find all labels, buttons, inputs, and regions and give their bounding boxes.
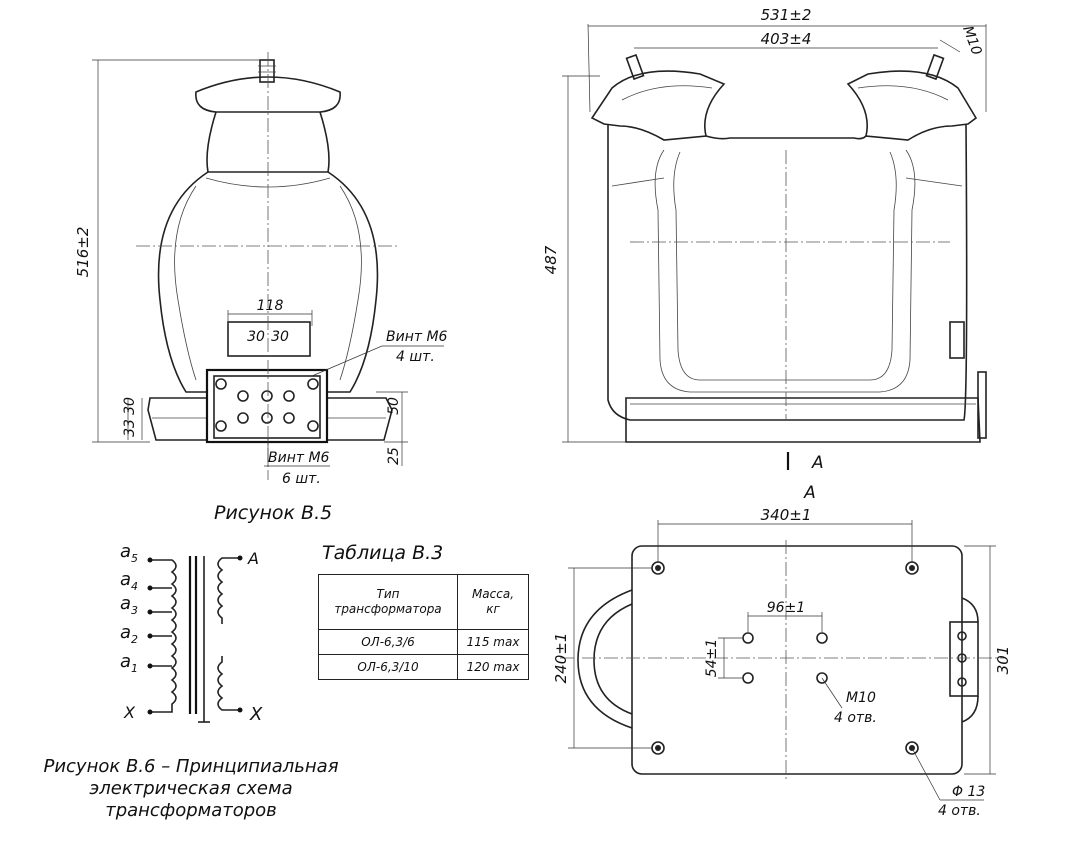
figure6-caption-line1: Рисунок В.6 – Принципиальная (43, 756, 339, 777)
screw-top-qty: 4 шт. (396, 349, 435, 365)
terminal-x-lower: X (123, 703, 136, 722)
dim-340: 340±1 (761, 506, 812, 524)
figure5-caption: Рисунок В.5 (214, 502, 333, 524)
nameplate (227, 321, 311, 357)
thread-m10-qty: 4 отв. (834, 710, 877, 726)
dim-96: 96±1 (767, 600, 805, 616)
terminal-a4: a4 (120, 569, 138, 593)
left-stud (625, 53, 645, 81)
screw-top-label: Винт М6 (386, 329, 448, 345)
cell-type: ОЛ-6,3/6 (318, 629, 458, 655)
secondary-winding (150, 559, 177, 713)
base-plate (631, 545, 963, 775)
figure6-caption-line2: электрическая схема (89, 778, 293, 799)
dim-50: 50 (386, 397, 402, 415)
figure6-caption: Рисунок В.6 – Принципиальная электрическ… (38, 756, 344, 822)
screw-bottom-qty: 6 шт. (282, 471, 321, 487)
table-header-row: Тип трансформатора Масса, кг (318, 574, 529, 630)
screw-bottom-label: Винт М6 (268, 450, 330, 466)
hole-13-qty: 4 отв. (938, 803, 981, 819)
dim-487: 487 (542, 245, 560, 274)
dim-30-base: 30 (122, 397, 138, 415)
right-stud (925, 53, 945, 81)
table-row: ОЛ-6,3/6 115 max (318, 629, 529, 655)
dim-118: 118 (257, 298, 284, 314)
terminal-a1: a1 (120, 651, 138, 675)
col-type: Тип трансформатора (318, 574, 458, 630)
view-a (560, 520, 1004, 801)
handle (577, 589, 633, 729)
cell-mass: 115 max (457, 629, 529, 655)
terminal-A: А (247, 549, 259, 568)
dim-240: 240±1 (552, 633, 570, 684)
hole-13-label: Φ 13 (952, 784, 985, 800)
cell-mass: 120 max (457, 654, 529, 680)
dim-403: 403±4 (761, 30, 812, 48)
dim-33: 33 (122, 419, 138, 437)
terminal-box (205, 368, 329, 444)
side-base (625, 397, 981, 443)
m10-holes (742, 632, 828, 684)
figure6-caption-line3: трансформаторов (105, 800, 277, 821)
schematic (147, 555, 243, 723)
col-mass: Масса, кг (457, 574, 529, 630)
terminal-a2: a2 (120, 622, 138, 646)
thread-m10-side: М10 (959, 24, 984, 58)
terminal-a5: a5 (120, 541, 138, 565)
left-insulator (590, 70, 726, 141)
base (147, 397, 393, 441)
primary-winding-top (217, 557, 240, 624)
dim-height-516: 516±2 (74, 227, 92, 278)
primary-winding-bottom (217, 656, 240, 711)
right-insulator (846, 70, 978, 141)
dim-25: 25 (386, 447, 402, 465)
view-a-title: А (803, 483, 816, 503)
terminal-X: Х (249, 704, 263, 725)
front-view (92, 52, 444, 480)
top-insulator-cap (195, 76, 341, 113)
dim-30-left: 30 (247, 329, 265, 345)
dim-30-right: 30 (271, 329, 289, 345)
table-title: Таблица В.3 (322, 542, 444, 564)
terminal-screws (215, 378, 319, 432)
top-terminal-stud (259, 59, 275, 83)
view-marker-a: А (811, 453, 824, 473)
dim-531: 531±2 (761, 6, 812, 24)
table-row: ОЛ-6,3/10 120 max (318, 654, 529, 680)
cell-type: ОЛ-6,3/10 (318, 654, 458, 680)
side-body (607, 123, 968, 421)
terminal-studs (237, 390, 295, 424)
terminal-a3: a3 (120, 593, 138, 617)
thread-m10-label: М10 (846, 690, 876, 706)
dim-301: 301 (994, 646, 1012, 675)
mass-table: Тип трансформатора Масса, кг ОЛ-6,3/6 11… (318, 574, 529, 680)
terminal-strip (949, 621, 979, 697)
dim-54: 54±1 (704, 639, 720, 677)
side-view (562, 23, 987, 470)
